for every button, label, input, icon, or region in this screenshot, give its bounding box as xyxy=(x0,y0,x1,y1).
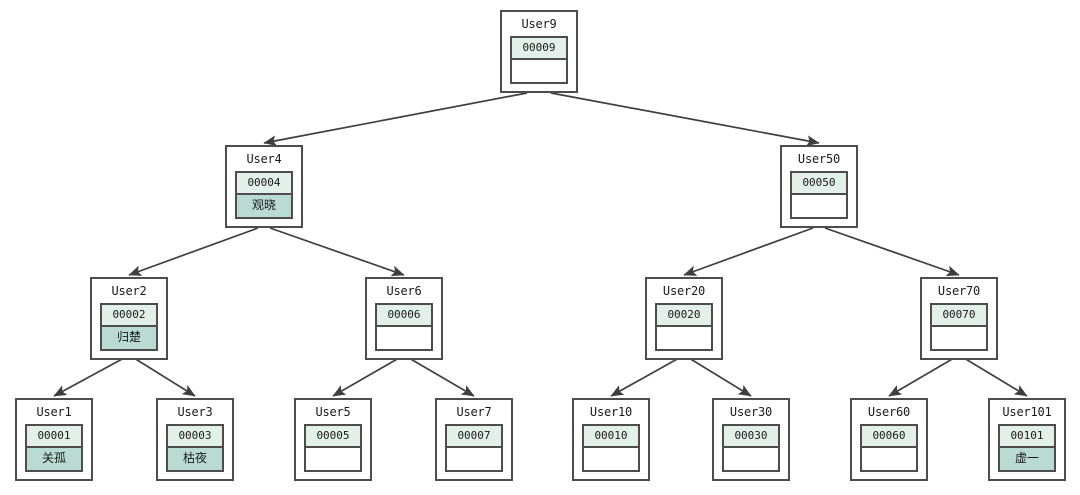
tree-edge xyxy=(269,227,405,277)
tree-edges xyxy=(53,92,1028,397)
tree-node-user20[interactable]: User20 00020 xyxy=(645,277,723,360)
node-name-cell: 枯夜 xyxy=(168,448,222,470)
node-name-cell: 观晓 xyxy=(237,195,291,217)
node-name-cell xyxy=(862,448,916,470)
node-label: User60 xyxy=(867,405,911,419)
node-key-cell: 00003 xyxy=(168,426,222,448)
tree-edge xyxy=(263,92,528,147)
node-cells: 00030 xyxy=(722,424,780,472)
node-name-cell xyxy=(447,448,501,470)
tree-edge xyxy=(683,227,814,276)
node-key-cell: 00070 xyxy=(932,305,986,327)
tree-node-user30[interactable]: User30 00030 xyxy=(712,398,790,481)
node-key-cell: 00009 xyxy=(512,38,566,60)
node-name-cell xyxy=(932,327,986,349)
tree-edge xyxy=(550,92,820,147)
node-label: User5 xyxy=(315,405,351,419)
tree-edge xyxy=(133,357,196,397)
node-key-cell: 00050 xyxy=(792,173,846,195)
node-key-cell: 00060 xyxy=(862,426,916,448)
node-cells: 00020 xyxy=(655,303,713,351)
node-label: User4 xyxy=(246,152,282,166)
tree-edge xyxy=(332,357,400,397)
node-key-cell: 00002 xyxy=(102,305,156,327)
node-cells: 00070 xyxy=(930,303,988,351)
node-name-cell xyxy=(792,195,846,217)
node-label: User50 xyxy=(797,152,841,166)
tree-node-user50[interactable]: User50 00050 xyxy=(780,145,858,228)
tree-edge xyxy=(688,357,752,397)
node-label: User1 xyxy=(36,405,72,419)
node-label: User2 xyxy=(111,284,147,298)
tree-edge xyxy=(53,357,125,397)
node-cells: 00010 xyxy=(582,424,640,472)
node-label: User9 xyxy=(521,17,557,31)
node-name-cell xyxy=(512,60,566,82)
node-label: User30 xyxy=(729,405,773,419)
node-name-cell xyxy=(377,327,431,349)
node-label: User6 xyxy=(386,284,422,298)
node-name-cell xyxy=(306,448,360,470)
node-label: User10 xyxy=(589,405,633,419)
tree-node-user70[interactable]: User70 00070 xyxy=(920,277,998,360)
tree-edge xyxy=(824,227,960,277)
node-cells: 00050 xyxy=(790,171,848,219)
node-key-cell: 00004 xyxy=(237,173,291,195)
node-cells: 00005 xyxy=(304,424,362,472)
tree-edge xyxy=(888,357,955,397)
node-key-cell: 00020 xyxy=(657,305,711,327)
tree-edge xyxy=(408,357,475,397)
node-label: User20 xyxy=(662,284,706,298)
node-name-cell: 归楚 xyxy=(102,327,156,349)
node-key-cell: 00001 xyxy=(27,426,81,448)
node-key-cell: 00030 xyxy=(724,426,778,448)
tree-node-user10[interactable]: User10 00010 xyxy=(572,398,650,481)
node-key-cell: 00005 xyxy=(306,426,360,448)
tree-edge xyxy=(963,357,1028,397)
tree-edge xyxy=(128,227,259,276)
node-name-cell xyxy=(657,327,711,349)
tree-node-user60[interactable]: User60 00060 xyxy=(850,398,928,481)
node-name-cell xyxy=(724,448,778,470)
node-key-cell: 00007 xyxy=(447,426,501,448)
node-label: User101 xyxy=(1002,405,1052,419)
tree-node-user6[interactable]: User6 00006 xyxy=(365,277,443,360)
node-name-cell xyxy=(584,448,638,470)
tree-edge xyxy=(610,357,680,397)
node-cells: 00006 xyxy=(375,303,433,351)
tree-node-user7[interactable]: User7 00007 xyxy=(435,398,513,481)
node-key-cell: 00006 xyxy=(377,305,431,327)
node-label: User70 xyxy=(937,284,981,298)
node-key-cell: 00101 xyxy=(1000,426,1054,448)
node-name-cell: 关孤 xyxy=(27,448,81,470)
node-cells: 00009 xyxy=(510,36,568,84)
node-cells: 00007 xyxy=(445,424,503,472)
node-name-cell: 虚一 xyxy=(1000,448,1054,470)
tree-node-user5[interactable]: User5 00005 xyxy=(294,398,372,481)
node-label: User7 xyxy=(456,405,492,419)
node-key-cell: 00010 xyxy=(584,426,638,448)
tree-node-user9[interactable]: User9 00009 xyxy=(500,10,578,93)
node-cells: 00060 xyxy=(860,424,918,472)
node-label: User3 xyxy=(177,405,213,419)
